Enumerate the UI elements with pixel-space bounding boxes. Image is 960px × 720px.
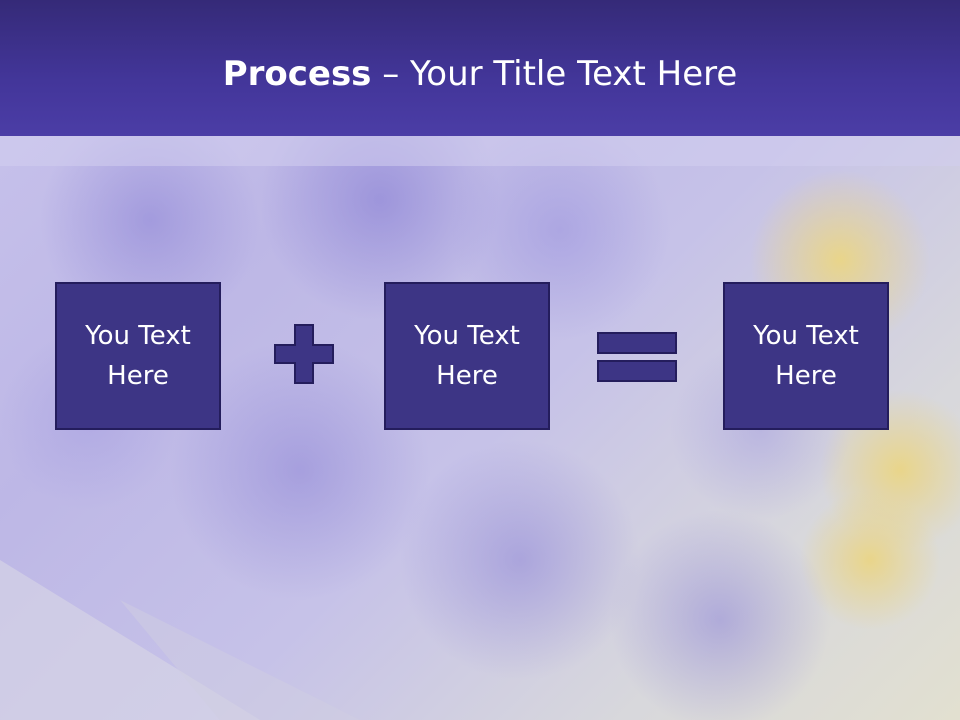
equals-icon bbox=[597, 332, 677, 382]
slide-title-bold: Process bbox=[222, 54, 372, 94]
slide-title: Process – Your Title Text Here bbox=[0, 52, 960, 96]
slide-title-rest: – Your Title Text Here bbox=[371, 54, 738, 94]
process-box-3-label: You Text Here bbox=[753, 321, 859, 391]
process-box-1: You Text Here bbox=[55, 282, 221, 430]
process-box-1-label: You Text Here bbox=[85, 321, 191, 391]
process-box-2: You Text Here bbox=[384, 282, 550, 430]
title-strip bbox=[0, 136, 960, 166]
process-box-3: You Text Here bbox=[723, 282, 889, 430]
title-bar bbox=[0, 0, 960, 136]
plus-icon bbox=[274, 324, 334, 384]
process-box-2-label: You Text Here bbox=[414, 321, 520, 391]
